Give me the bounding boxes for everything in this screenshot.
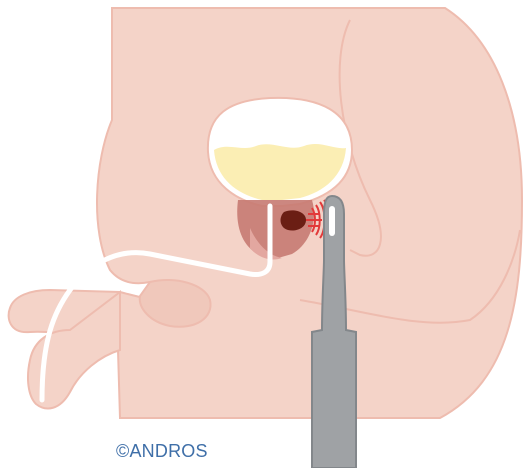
copyright-credit: ©ANDROS (116, 441, 208, 462)
